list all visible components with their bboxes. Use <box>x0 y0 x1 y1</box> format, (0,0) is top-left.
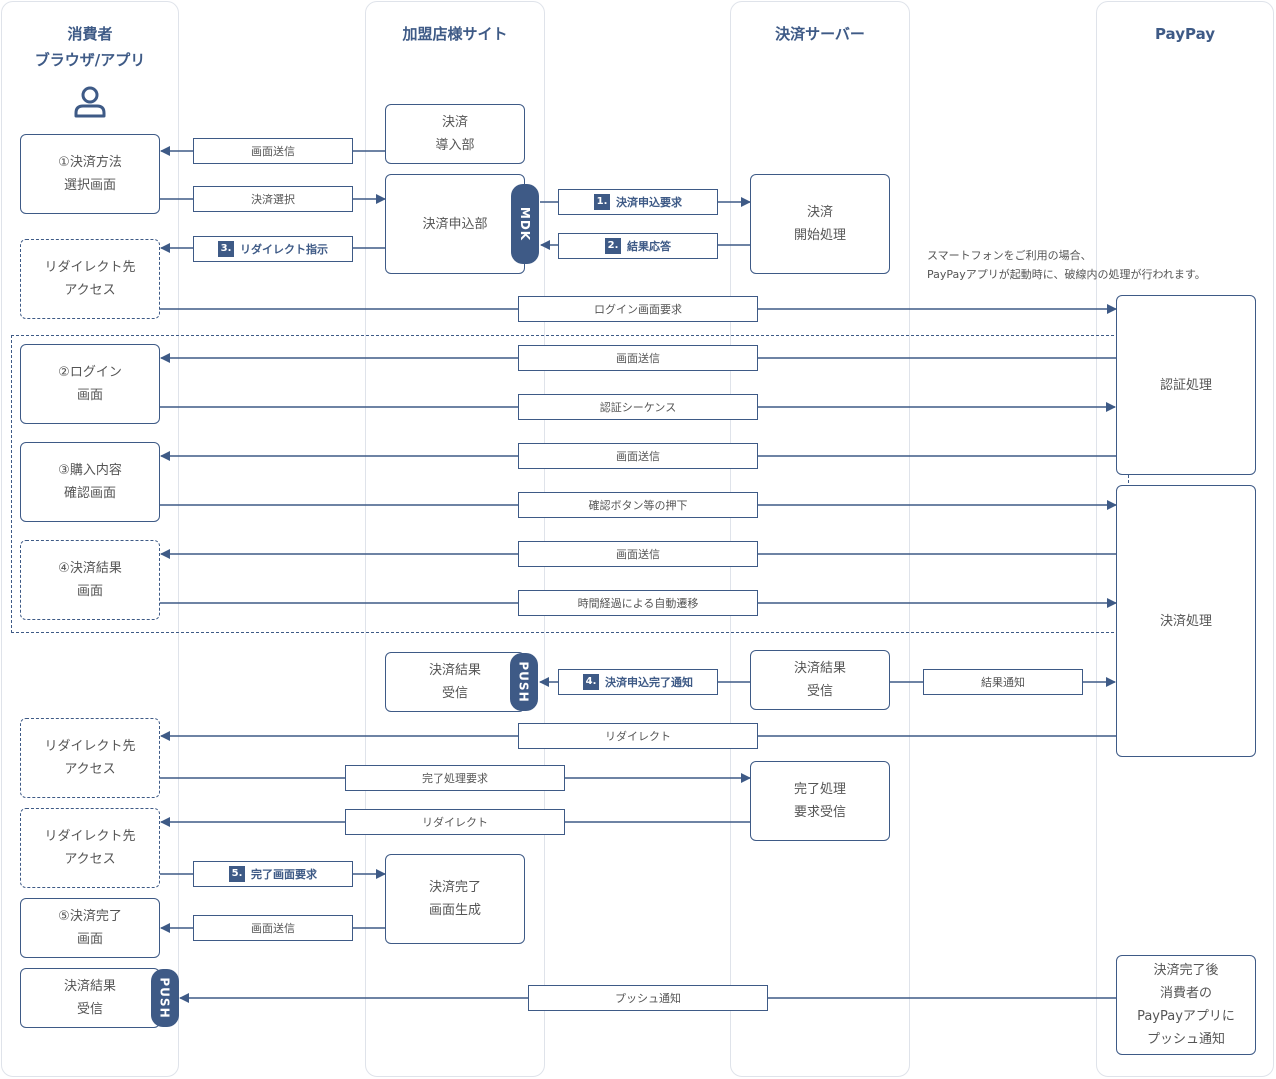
box-redirect-access-2: リダイレクト先 アクセス <box>20 718 160 798</box>
lane-title-consumer: 消費者 ブラウザ/アプリ <box>34 25 146 69</box>
box-merchant-result-receive: 決済結果 受信 <box>385 652 525 712</box>
box-complete-screen-generate: 決済完了 画面生成 <box>385 854 525 944</box>
label-complete-screen-req: 5.完了画面要求 <box>193 861 353 887</box>
person-icon <box>74 86 106 118</box>
label-result-notify: 結果通知 <box>923 669 1083 695</box>
push-badge-consumer: PUSH <box>151 969 179 1027</box>
label-login-req: ログイン画面要求 <box>518 296 758 322</box>
box-purchase-confirm: ③購入内容 確認画面 <box>20 442 160 522</box>
label-apply-req: 1.決済申込要求 <box>558 189 718 215</box>
mdk-badge: MDK <box>511 184 539 264</box>
lane-merchant <box>365 1 545 1077</box>
lane-consumer <box>1 1 179 1077</box>
label-redirect-1: リダイレクト <box>518 723 758 749</box>
box-payment-intro: 決済 導入部 <box>385 104 525 164</box>
lane-server <box>730 1 910 1077</box>
label-select: 決済選択 <box>193 186 353 212</box>
lane-title-merchant: 加盟店様サイト <box>402 25 508 43</box>
label-screen-send-2: 画面送信 <box>518 345 758 371</box>
box-complete-request-receive: 完了処理 要求受信 <box>750 761 890 841</box>
box-payment-apply: 決済申込部 <box>385 174 525 274</box>
label-result-resp: 2.結果応答 <box>558 233 718 259</box>
lane-title-paypay: PayPay <box>1154 25 1216 43</box>
box-payment-complete-screen: ⑤決済完了 画面 <box>20 898 160 958</box>
label-apply-done: 4.決済申込完了通知 <box>558 669 718 695</box>
label-push-notify: プッシュ通知 <box>528 985 768 1011</box>
label-screen-send-3: 画面送信 <box>518 443 758 469</box>
label-screen-send-1: 画面送信 <box>193 138 353 164</box>
box-server-result-receive: 決済結果 受信 <box>750 650 890 710</box>
label-complete-req: 完了処理要求 <box>345 765 565 791</box>
box-consumer-result-receive: 決済結果 受信 <box>20 968 160 1028</box>
push-badge-merchant: PUSH <box>510 653 538 711</box>
box-login-screen: ②ログイン 画面 <box>20 344 160 424</box>
box-payment-process: 決済処理 <box>1116 485 1256 757</box>
label-screen-send-4: 画面送信 <box>518 541 758 567</box>
box-redirect-access-1: リダイレクト先 アクセス <box>20 239 160 319</box>
box-push-notification-desc: 決済完了後 消費者の PayPayアプリに プッシュ通知 <box>1116 955 1256 1055</box>
label-confirm-press: 確認ボタン等の押下 <box>518 492 758 518</box>
smartphone-dashed-frame <box>11 335 1129 633</box>
box-redirect-access-3: リダイレクト先 アクセス <box>20 808 160 888</box>
label-redirect-instr: 3.リダイレクト指示 <box>193 236 353 262</box>
box-payment-result-screen: ④決済結果 画面 <box>20 540 160 620</box>
label-auth-seq: 認証シーケンス <box>518 394 758 420</box>
box-auth-process: 認証処理 <box>1116 295 1256 475</box>
smartphone-note: スマートフォンをご利用の場合、 PayPayアプリが起動時に、破線内の処理が行わ… <box>927 249 1206 281</box>
lane-paypay <box>1096 1 1274 1077</box>
box-payment-start: 決済 開始処理 <box>750 174 890 274</box>
label-screen-send-5: 画面送信 <box>193 915 353 941</box>
box-payment-method-select: ①決済方法 選択画面 <box>20 134 160 214</box>
label-auto-transition: 時間経過による自動遷移 <box>518 590 758 616</box>
lane-title-server: 決済サーバー <box>775 25 865 43</box>
label-redirect-2: リダイレクト <box>345 809 565 835</box>
